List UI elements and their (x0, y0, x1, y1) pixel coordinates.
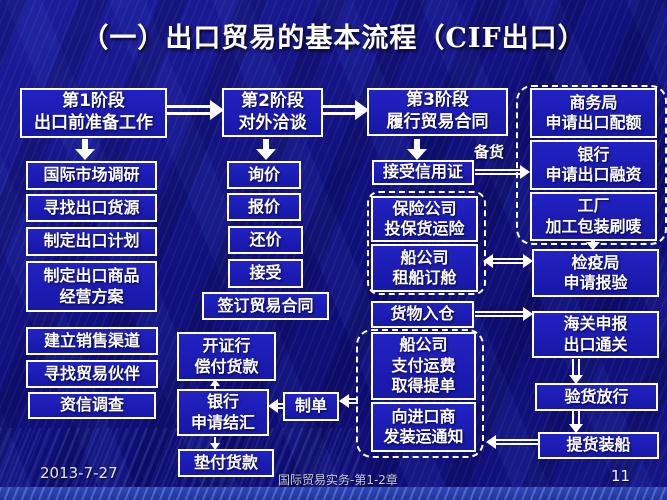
node-accept-lc: 接受信用证 (372, 160, 474, 185)
arrow-release-to-loading (568, 411, 584, 433)
node-warehouse: 货物入仓 (371, 301, 474, 328)
page-number: 11 (611, 467, 631, 485)
bottom-stripe-band (0, 487, 667, 500)
arrow-charter-inspection-double (483, 253, 533, 268)
node-ship-advice: 向进口商 发装运通知 (371, 402, 476, 452)
node-sign-contract: 签订贸易合同 (202, 292, 329, 320)
node-factory: 工厂 加工包装刷唛 (530, 192, 657, 241)
footer-date: 2013-7-27 (40, 464, 118, 482)
arrow-stage1-to-stage2 (166, 100, 224, 120)
node-bank-settle: 银行 申请结汇 (177, 389, 269, 436)
node-export-plan: 制定出口计划 (26, 227, 157, 256)
node-offer: 报价 (227, 193, 301, 221)
arrow-stage1-down (74, 139, 96, 160)
dashed-group-documents (356, 329, 484, 458)
arrow-stage2-down (255, 139, 277, 160)
node-inspection: 检疫局 申请报验 (532, 249, 659, 297)
arrow-customs-to-release (568, 359, 584, 384)
arrow-docgroup-to-makedocs (339, 394, 358, 408)
node-release: 验货放行 (535, 383, 658, 411)
node-quota: 商务局 申请出口配额 (530, 88, 657, 138)
arrow-makedocs-to-banksettle (268, 399, 283, 413)
arrow-warehouse-to-customs (475, 306, 533, 321)
arrow-factory-to-inspection (585, 240, 601, 250)
node-find-source: 寻找出口货源 (26, 194, 157, 222)
arrow-banksettle-to-advancepay (209, 437, 221, 450)
node-customs: 海关申报 出口通关 (532, 311, 659, 358)
node-counter-offer: 还价 (228, 226, 303, 254)
dashed-group-insurance-charter (367, 191, 486, 295)
node-credit-check: 资信调查 (28, 392, 156, 419)
arrow-stage3-down (406, 139, 428, 160)
node-stage3: 第3阶段 履行贸易合同 (367, 88, 508, 136)
node-issuing-bank: 开证行 偿付货款 (177, 332, 276, 381)
node-advance-pay: 垫付货款 (178, 449, 274, 477)
node-stage2: 第2阶段 对外洽谈 (222, 88, 323, 137)
node-loading: 提货装船 (538, 432, 659, 459)
node-product-plan: 制定出口商品 经营方案 (26, 261, 157, 312)
node-insurance: 保险公司 投保货运险 (371, 196, 478, 242)
node-stage1: 第1阶段 出口前准备工作 (20, 88, 167, 138)
node-accept: 接受 (228, 259, 303, 288)
beihuo-label: 备货 (474, 143, 505, 161)
arrow-loading-to-shipadvice (486, 434, 538, 449)
slide-title: （一）出口贸易的基本流程（CIF出口） (81, 23, 586, 54)
node-sales-channel: 建立销售渠道 (26, 327, 158, 355)
arrow-acceptlc-to-stockgroup (475, 164, 530, 179)
arrow-banksettle-to-issuingbank (209, 379, 221, 390)
node-make-docs: 制单 (283, 392, 339, 421)
arrow-stage2-to-stage3 (322, 100, 369, 120)
node-find-partner: 寻找贸易伙伴 (26, 360, 158, 388)
node-freight-bl: 船公司 支付运费 取得提单 (371, 332, 476, 400)
footer-course-title: 国际贸易实务-第1-2章 (278, 473, 398, 487)
node-financing: 银行 申请出口融资 (530, 140, 657, 190)
node-inquiry: 询价 (227, 161, 301, 189)
node-charter: 船公司 租船订舱 (371, 244, 478, 292)
node-market-research: 国际市场调研 (26, 161, 157, 190)
